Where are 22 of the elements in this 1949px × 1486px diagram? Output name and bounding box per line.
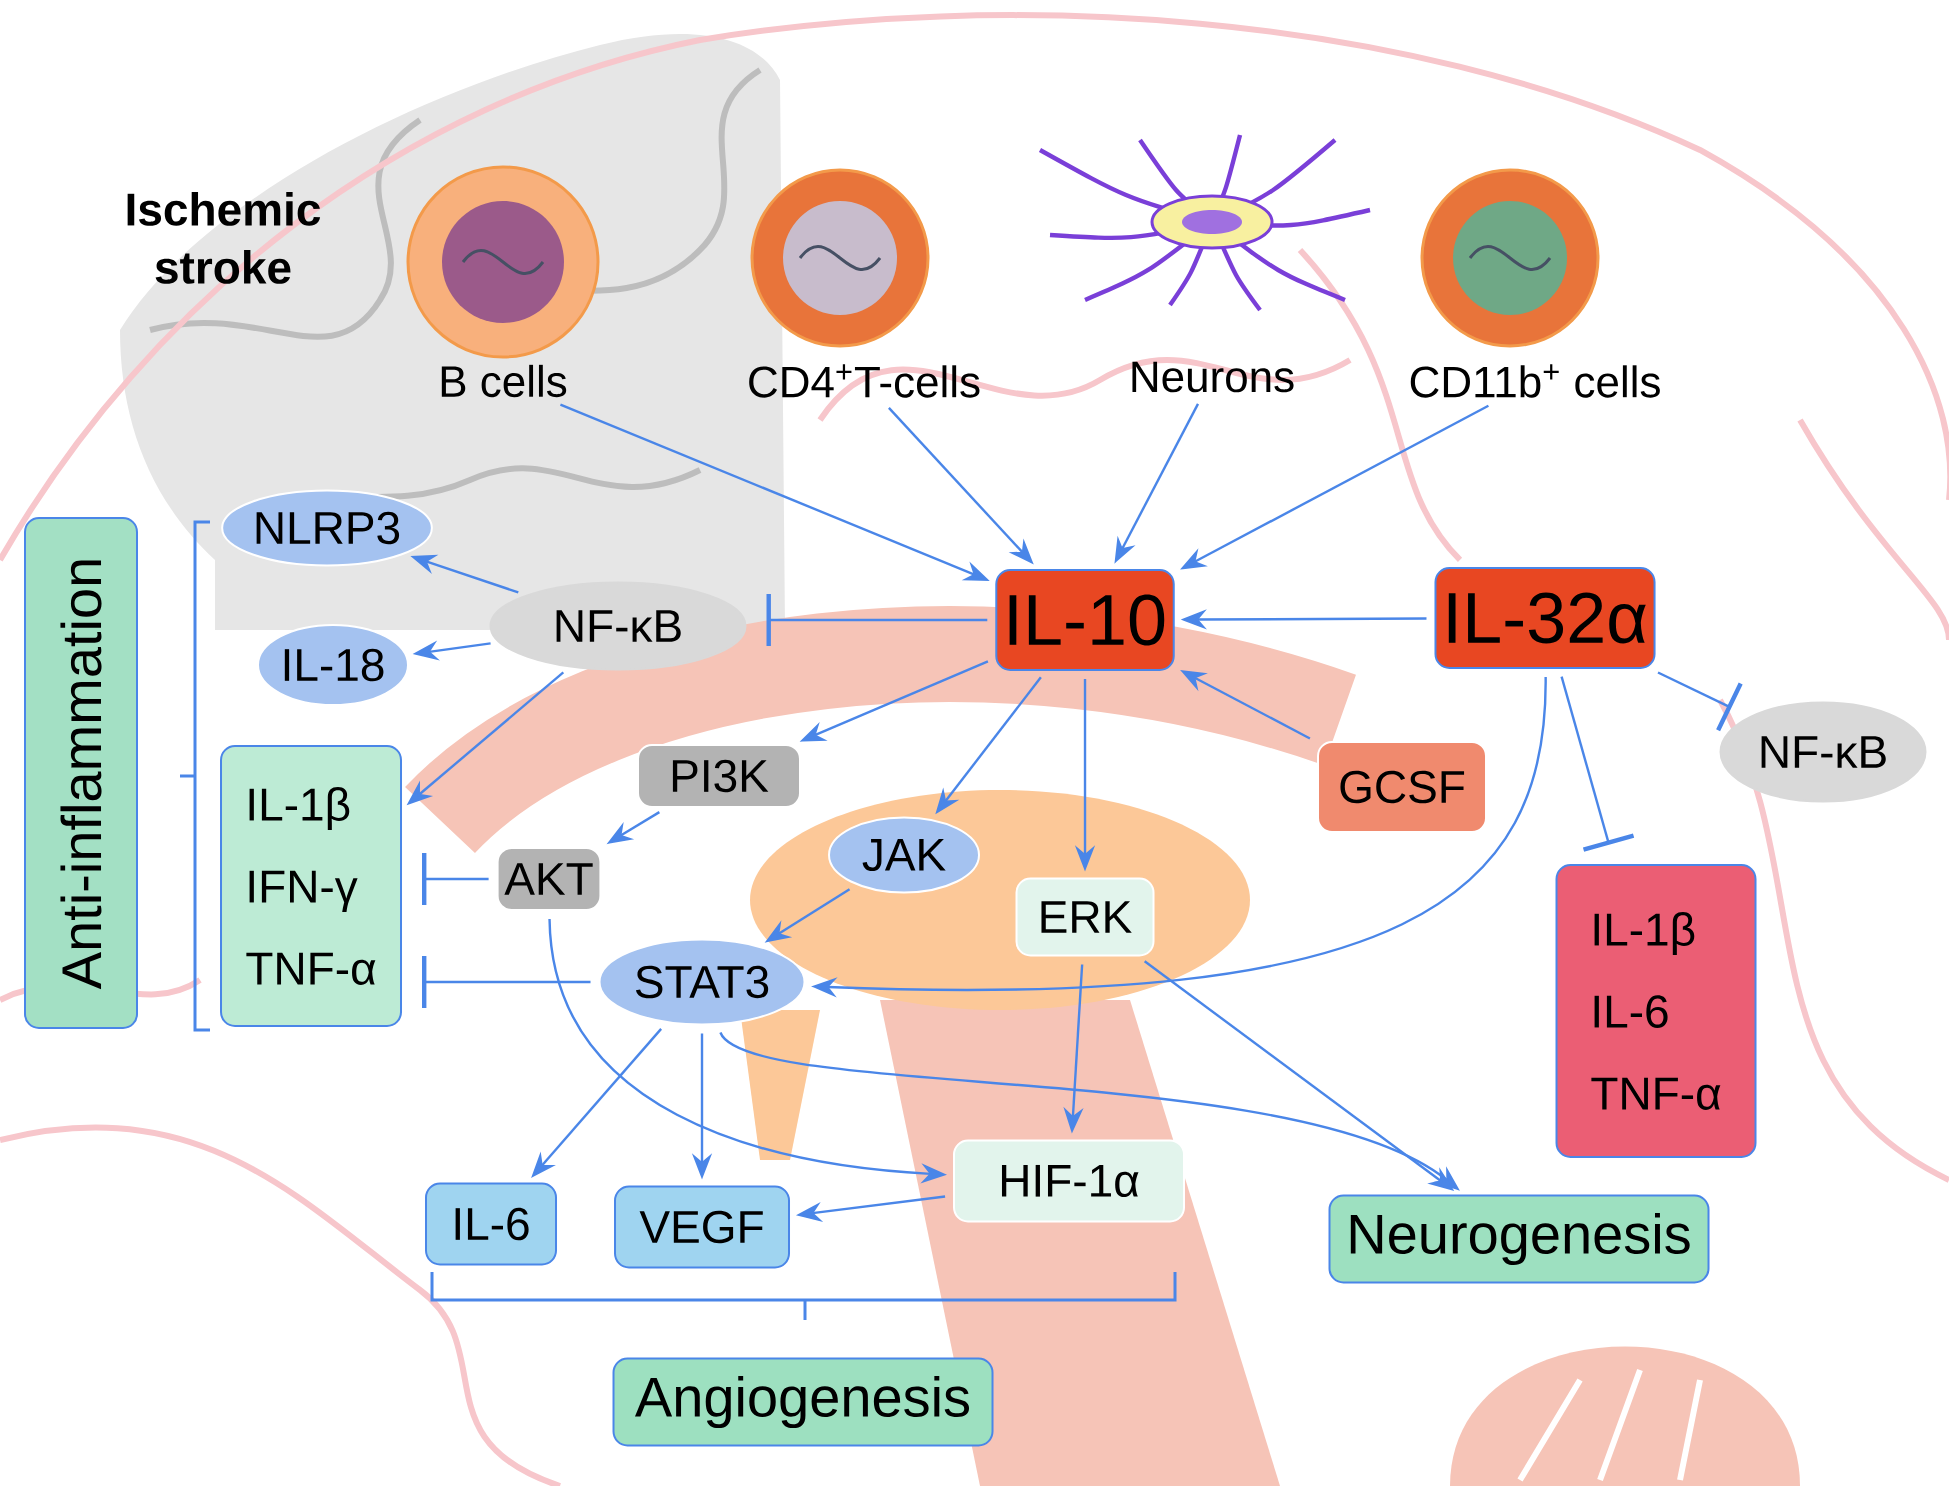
cell-label: CD11b$^{+}$ cells [1410, 364, 1660, 398]
signaling-box: PI3K [637, 744, 801, 808]
inhibition-line [766, 594, 988, 646]
cell-label: B cells [441, 364, 567, 398]
outcome-box: Anti-inflammation [24, 517, 138, 1029]
signaling-box: ERK [1015, 877, 1155, 957]
cytokine-box: IL-1β IL-6 TNF-α [1555, 864, 1757, 1158]
signaling-box: HIF-1α [953, 1139, 1185, 1223]
cell-label: Neurons [1132, 361, 1294, 393]
stroke-label: Ischemic stroke [127, 192, 321, 284]
cytokine-box: IL-1β IFN-γ TNF-α [220, 745, 402, 1027]
cell-label: CD4$^{+}$T-cells [749, 364, 980, 398]
signaling-box: AKT [496, 847, 602, 911]
outcome-box: Neurogenesis [1328, 1194, 1710, 1284]
factor-box: IL-6 [425, 1182, 557, 1266]
inhibition-line [422, 956, 591, 1008]
cytokine-box: IL-32α [1434, 567, 1656, 669]
outcome-box: Angiogenesis [612, 1357, 994, 1447]
signaling-box: GCSF [1317, 741, 1487, 833]
cytokine-box: IL-10 [995, 569, 1175, 671]
inhibition-line [422, 853, 489, 905]
factor-box: VEGF [614, 1185, 790, 1269]
